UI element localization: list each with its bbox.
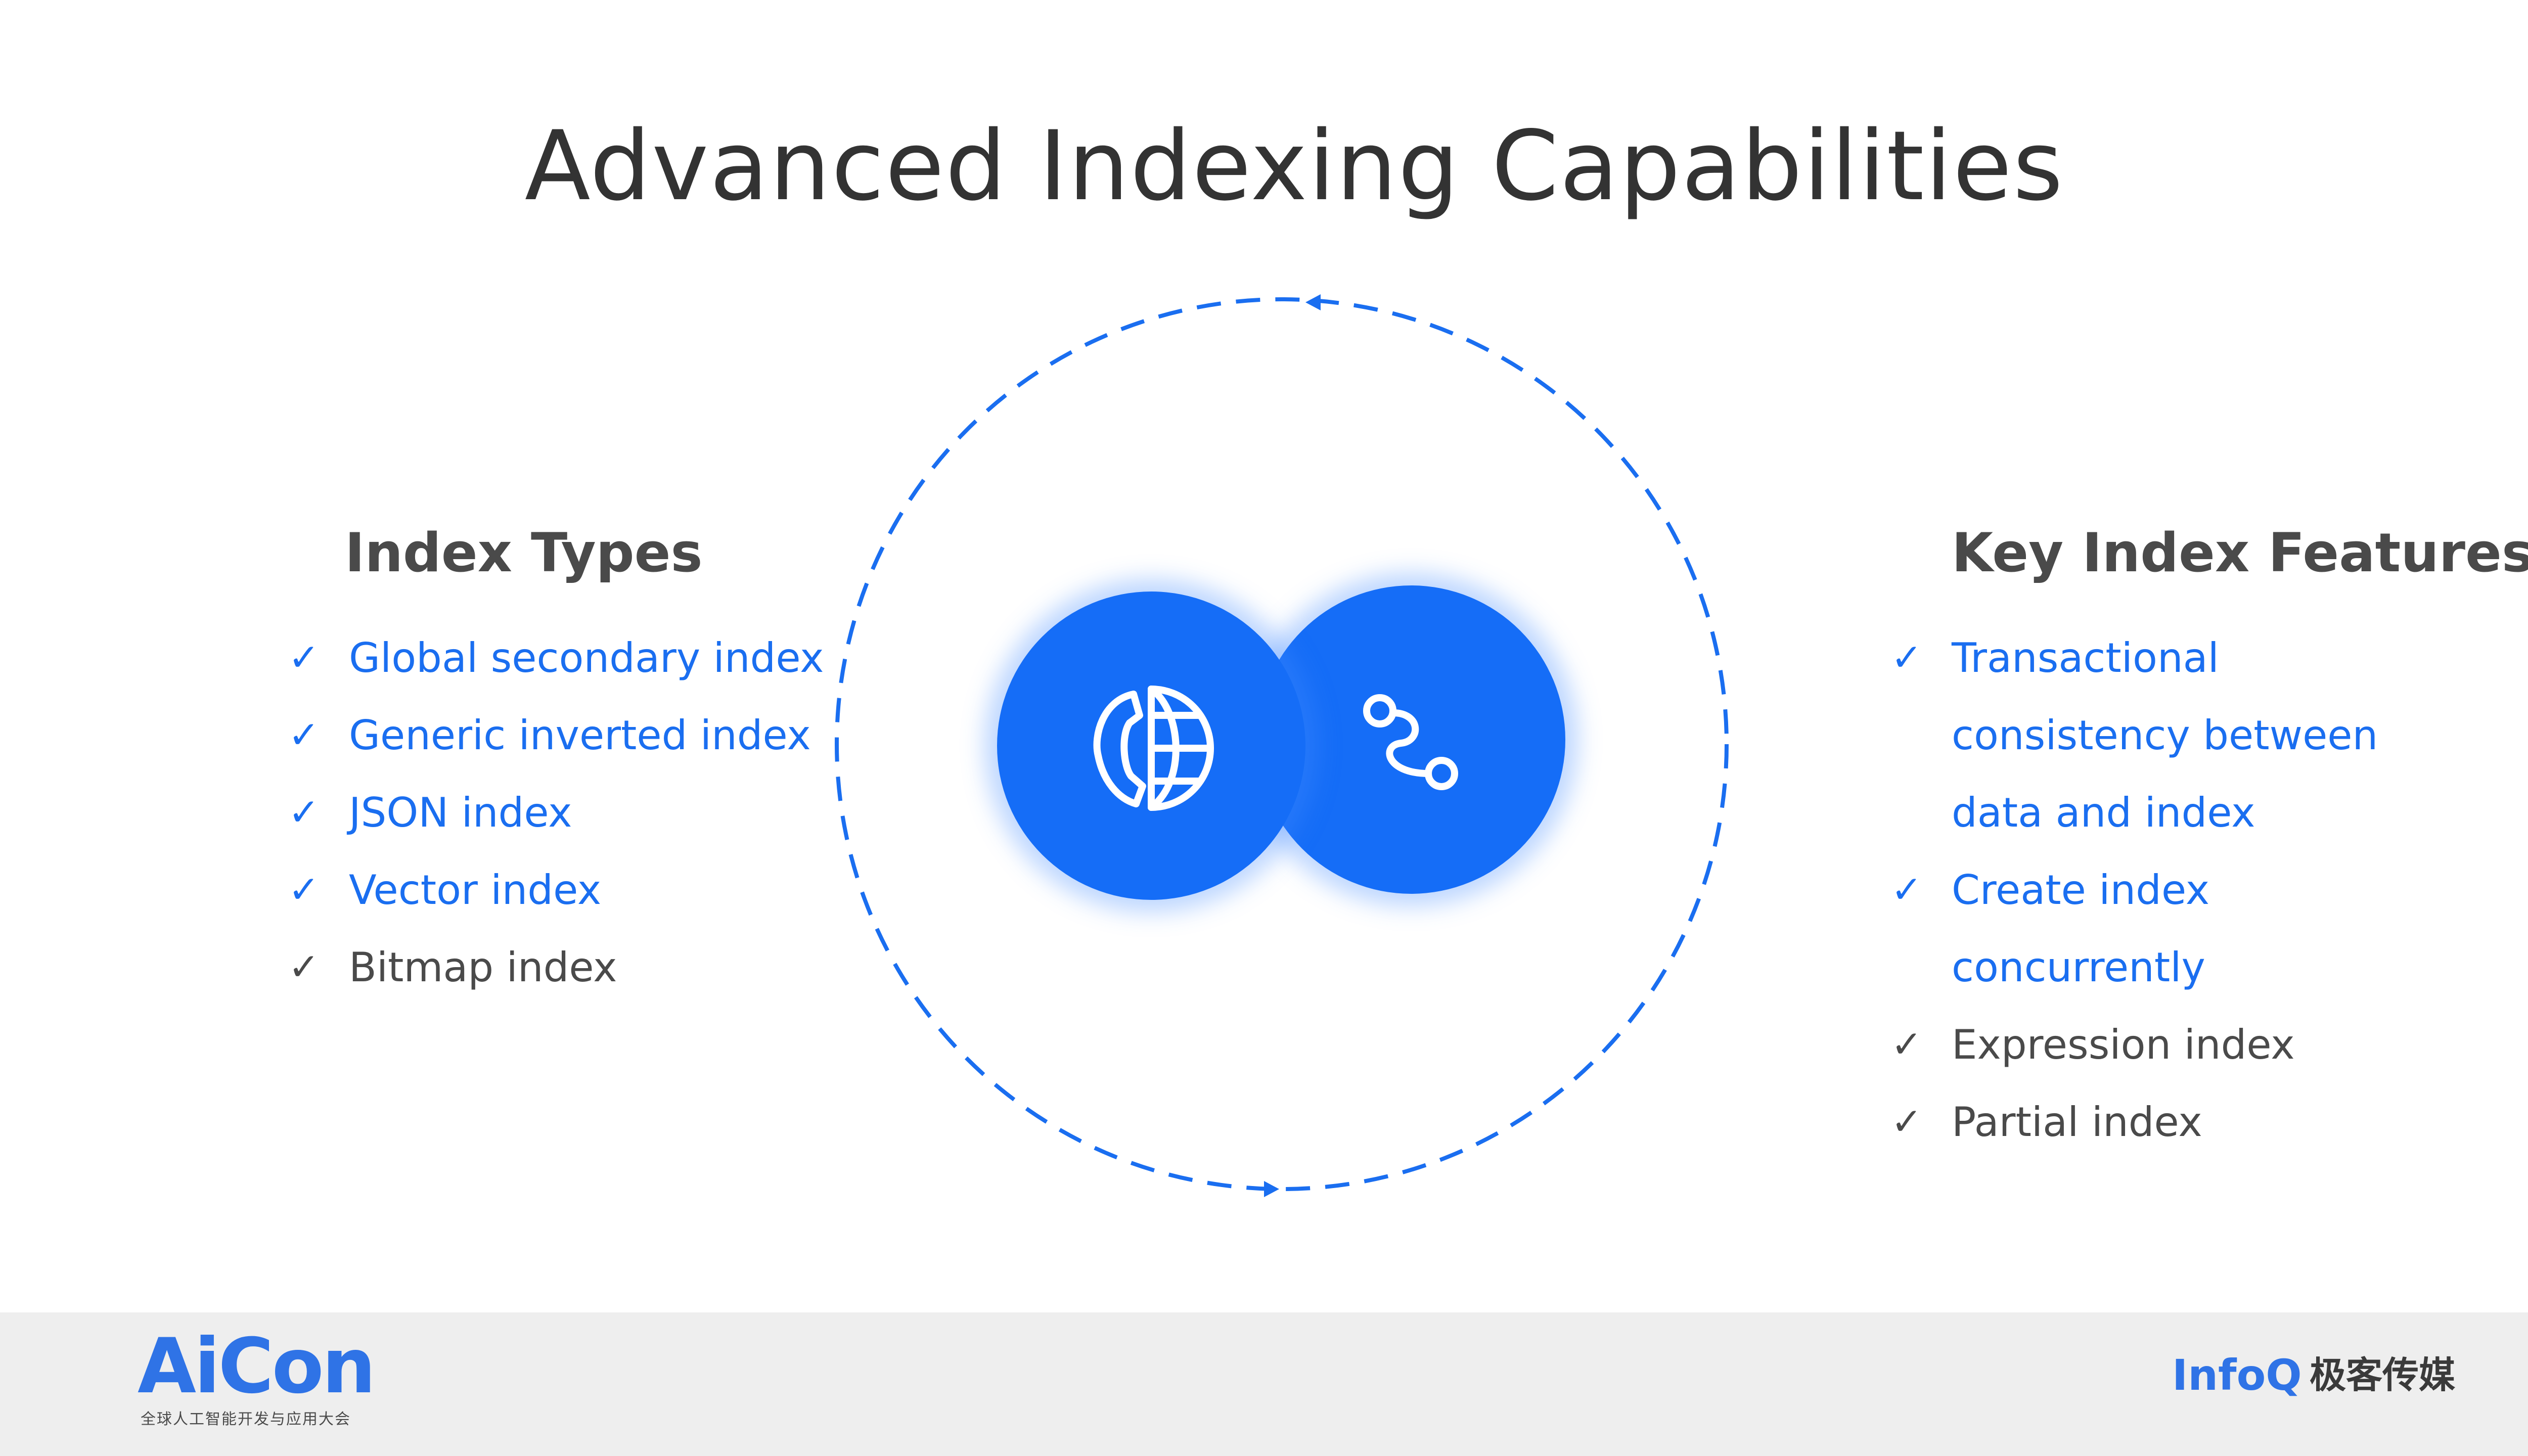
route-circle	[1257, 585, 1565, 894]
index-type-label: Vector index	[349, 867, 602, 914]
arrowhead-top-icon	[1305, 294, 1321, 310]
key-feature-label: Expression index	[1952, 1021, 2295, 1068]
key-feature-label: Partial index	[1952, 1099, 2202, 1146]
key-feature-label: concurrently	[1952, 944, 2205, 991]
aicon-logo: AiCon	[138, 1323, 376, 1410]
key-features-heading: Key Index Features	[1952, 522, 2528, 584]
index-types-heading: Index Types	[345, 522, 703, 584]
slide-title: Advanced Indexing Capabilities	[524, 110, 2064, 222]
key-feature-label: data and index	[1952, 789, 2255, 836]
check-icon: ✓	[288, 945, 320, 989]
index-type-label: Global secondary index	[349, 634, 824, 681]
index-type-label: JSON index	[349, 789, 572, 836]
arrowhead-bottom-icon	[1264, 1181, 1279, 1197]
globe-circle	[997, 592, 1305, 900]
infoq-chinese-name: 极客传媒	[2310, 1354, 2456, 1396]
key-feature-label: Create index	[1952, 867, 2210, 914]
check-icon: ✓	[1891, 868, 1923, 912]
dashed-cycle-ring	[835, 294, 1729, 1197]
check-icon: ✓	[288, 868, 320, 912]
check-icon: ✓	[1891, 1023, 1923, 1066]
aicon-tagline: 全球人工智能开发与应用大会	[141, 1410, 351, 1428]
check-icon: ✓	[1891, 636, 1923, 679]
check-icon: ✓	[1891, 1100, 1923, 1144]
globe-phone-icon	[1093, 686, 1214, 811]
check-icon: ✓	[288, 791, 320, 834]
index-type-label: Bitmap index	[349, 944, 617, 991]
index-type-label: Generic inverted index	[349, 712, 811, 759]
check-icon: ✓	[288, 713, 320, 757]
footer-bar	[0, 1312, 2528, 1456]
route-path-icon	[1363, 694, 1458, 790]
key-feature-label: Transactional	[1952, 634, 2219, 681]
key-feature-label: consistency between	[1952, 712, 2378, 759]
infoq-logo: InfoQ	[2172, 1350, 2302, 1400]
check-icon: ✓	[288, 636, 320, 679]
